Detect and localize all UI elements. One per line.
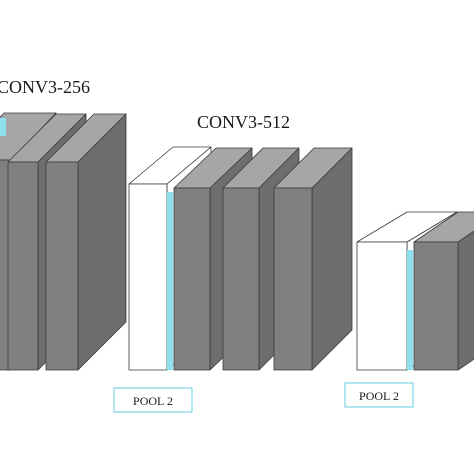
slab-front-face (173, 187, 211, 371)
layer-group (0, 112, 474, 371)
slab-front-face (356, 241, 408, 371)
conv-layer-slab (413, 211, 474, 371)
slab-front-face (413, 241, 459, 371)
conv-layer-slab (273, 147, 353, 371)
slab-front-face (222, 187, 260, 371)
pool-label-box (344, 382, 414, 408)
pool-label-1: POOL 2 (113, 387, 193, 413)
pool-label-text: POOL 2 (133, 394, 173, 408)
pool-label-box (113, 387, 193, 413)
pool-label-2: POOL 2 (344, 382, 414, 408)
pool-edge-strip (407, 250, 413, 370)
slab-top-face (0, 112, 57, 161)
block-title-conv3-256: CONV3-256 (0, 77, 90, 97)
slab-front-face (128, 183, 168, 371)
block-title-conv3-512: CONV3-512 (197, 112, 290, 132)
conv-layer-slab (45, 113, 127, 371)
slab-front-face (273, 187, 313, 371)
pool-edge-fragment (0, 118, 6, 136)
slab-front-face (7, 161, 39, 371)
pool-edge-strip (167, 192, 173, 370)
pool-label-text: POOL 2 (359, 389, 399, 403)
slab-front-face (45, 161, 79, 371)
